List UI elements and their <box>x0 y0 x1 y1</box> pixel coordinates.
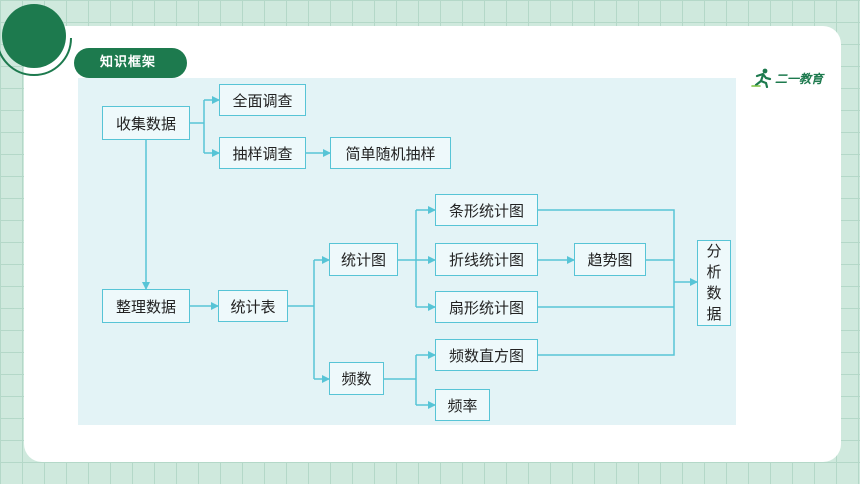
connector-lines <box>142 96 698 409</box>
node-bar-chart: 条形统计图 <box>435 194 538 226</box>
node-stat-table: 统计表 <box>218 290 288 322</box>
brand-logo: 二一教育 <box>751 66 823 90</box>
node-random-sampling: 简单随机抽样 <box>330 137 451 169</box>
knowledge-diagram: 收集数据 全面调查 抽样调查 简单随机抽样 整理数据 统计表 统计图 条形统计图… <box>78 78 736 425</box>
node-pie-chart: 扇形统计图 <box>435 291 538 323</box>
analyze-char: 数 <box>706 284 722 302</box>
section-title: 知识框架 <box>74 48 187 78</box>
logo-text: 二一教育 <box>775 71 824 86</box>
analyze-char: 据 <box>706 305 722 323</box>
node-frequency: 频数 <box>329 362 384 395</box>
node-census: 全面调查 <box>219 84 306 116</box>
analyze-char: 分 <box>706 242 722 260</box>
runner-icon <box>751 68 772 88</box>
node-sample-survey: 抽样调查 <box>219 137 306 169</box>
analyze-char: 析 <box>706 263 722 281</box>
decorative-circle <box>2 4 66 68</box>
node-analyze-data: 分 析 数 据 <box>697 240 731 326</box>
node-stat-chart: 统计图 <box>329 243 398 276</box>
node-rate: 频率 <box>435 389 490 421</box>
node-line-chart: 折线统计图 <box>435 243 538 276</box>
node-organize-data: 整理数据 <box>102 289 190 323</box>
node-histogram: 频数直方图 <box>435 339 538 371</box>
node-trend-chart: 趋势图 <box>574 243 646 276</box>
node-collect-data: 收集数据 <box>102 106 190 140</box>
